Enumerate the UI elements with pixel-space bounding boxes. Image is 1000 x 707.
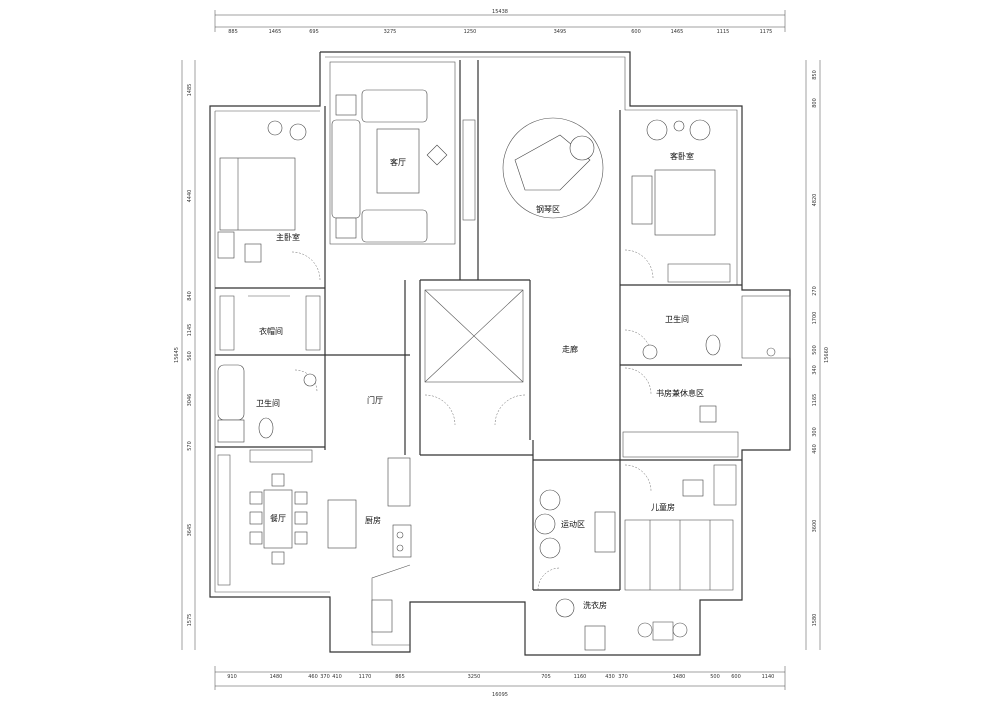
right-dim-11: 3600 — [812, 520, 818, 533]
bottom-dim-10: 1160 — [574, 674, 587, 680]
right-dim-9: 300 — [812, 427, 818, 437]
bottom-total-dimension: 16095 — [492, 692, 508, 698]
left-bathroom-fixtures — [217, 364, 317, 443]
left-dim-9: 1575 — [187, 614, 193, 627]
kids-room-furniture — [624, 464, 737, 591]
top-dim-8: 1465 — [671, 29, 684, 35]
top-dim-1: 885 — [228, 29, 238, 35]
bottom-dim-12: 370 — [618, 674, 628, 680]
left-dim-4: 1145 — [187, 324, 193, 337]
top-dim-5: 1250 — [464, 29, 477, 35]
top-dim-4: 3275 — [384, 29, 397, 35]
room-label-bath-right: 卫生间 — [665, 314, 689, 324]
interior-walls — [215, 60, 742, 591]
room-labels: 客厅 钢琴区 客卧室 主卧室 衣帽间 卫生间 门厅 走廊 卫生间 书房兼休息区 … — [256, 151, 704, 610]
right-dim-12: 1580 — [812, 614, 818, 627]
master-bed-icon — [217, 120, 307, 263]
right-total-dimension: 15660 — [824, 347, 830, 363]
room-label-piano: 钢琴区 — [536, 204, 560, 214]
bottom-dim-9: 705 — [541, 674, 551, 680]
room-label-study: 书房兼休息区 — [656, 388, 704, 398]
right-dim-3: 4820 — [812, 194, 818, 207]
room-label-kitchen: 厨房 — [365, 515, 381, 525]
top-dim-6: 3495 — [554, 29, 567, 35]
room-label-bath-left: 卫生间 — [256, 398, 280, 408]
room-label-foyer: 门厅 — [367, 395, 383, 405]
room-label-corridor: 走廊 — [562, 344, 578, 354]
left-dim-2: 4440 — [187, 190, 193, 203]
left-dim-5: 560 — [187, 351, 193, 361]
left-dim-8: 3645 — [187, 524, 193, 537]
bottom-dim-5: 410 — [332, 674, 342, 680]
right-dim-6: 500 — [812, 345, 818, 355]
living-furniture — [329, 61, 476, 245]
piano-icon — [502, 117, 604, 219]
room-label-exercise: 运动区 — [561, 519, 585, 529]
bottom-dimensions: 16095 910 1480 460 370 410 1170 865 3250… — [214, 666, 786, 698]
room-label-cloakroom: 衣帽间 — [259, 326, 283, 336]
top-dim-7: 600 — [631, 29, 641, 35]
study-desk-icon — [622, 405, 739, 458]
right-dim-1: 850 — [812, 70, 818, 80]
outer-walls — [209, 51, 791, 656]
bottom-dim-7: 865 — [395, 674, 405, 680]
bottom-dim-2: 1480 — [270, 674, 283, 680]
exercise-equipment — [534, 489, 616, 559]
room-label-master-bedroom: 主卧室 — [276, 232, 300, 242]
left-total-dimension: 15645 — [174, 347, 180, 363]
right-dim-2: 800 — [812, 98, 818, 108]
right-dimensions: 15660 850 800 4820 270 1700 500 340 1165… — [805, 60, 830, 650]
room-label-living: 客厅 — [390, 157, 406, 167]
room-label-laundry: 洗衣房 — [583, 600, 607, 610]
dining-table-icon — [217, 449, 313, 586]
left-dimensions: 15645 1485 4440 840 1145 560 3046 570 36… — [174, 60, 196, 650]
top-dimensions: 15438 885 1465 695 3275 1250 3495 600 14… — [214, 9, 786, 35]
top-dim-3: 695 — [309, 29, 319, 35]
top-dim-2: 1465 — [269, 29, 282, 35]
stair-void — [424, 289, 524, 383]
bottom-dim-14: 500 — [710, 674, 720, 680]
bottom-dim-15: 600 — [731, 674, 741, 680]
top-dim-9: 1115 — [717, 29, 730, 35]
left-dim-7: 570 — [187, 441, 193, 451]
top-total-dimension: 15438 — [492, 9, 508, 15]
bottom-dim-3: 460 — [308, 674, 318, 680]
bottom-dim-8: 3250 — [468, 674, 481, 680]
bottom-dim-11: 430 — [605, 674, 615, 680]
top-dim-10: 1175 — [760, 29, 773, 35]
room-label-guest-bedroom: 客卧室 — [670, 151, 694, 161]
bottom-dim-16: 1140 — [762, 674, 775, 680]
bottom-dim-1: 910 — [227, 674, 237, 680]
right-dim-10: 460 — [812, 444, 818, 454]
left-dim-6: 3046 — [187, 394, 193, 407]
left-dim-3: 840 — [187, 291, 193, 301]
room-label-kids: 儿童房 — [651, 502, 675, 512]
bottom-dim-13: 1480 — [673, 674, 686, 680]
bottom-dim-4: 370 — [320, 674, 330, 680]
right-dim-4: 270 — [812, 286, 818, 296]
right-dim-7: 340 — [812, 365, 818, 375]
cloakroom-wardrobes — [219, 295, 321, 351]
right-dim-8: 1165 — [812, 394, 818, 407]
right-bathroom-fixtures — [642, 295, 791, 360]
left-dim-1: 1485 — [187, 84, 193, 97]
room-label-dining: 餐厅 — [270, 514, 286, 523]
kitchen-fixtures — [327, 457, 412, 646]
right-dim-5: 1700 — [812, 312, 818, 325]
bottom-dim-6: 1170 — [359, 674, 372, 680]
laundry-fixtures — [555, 598, 688, 651]
guest-bed-icon — [631, 119, 731, 283]
